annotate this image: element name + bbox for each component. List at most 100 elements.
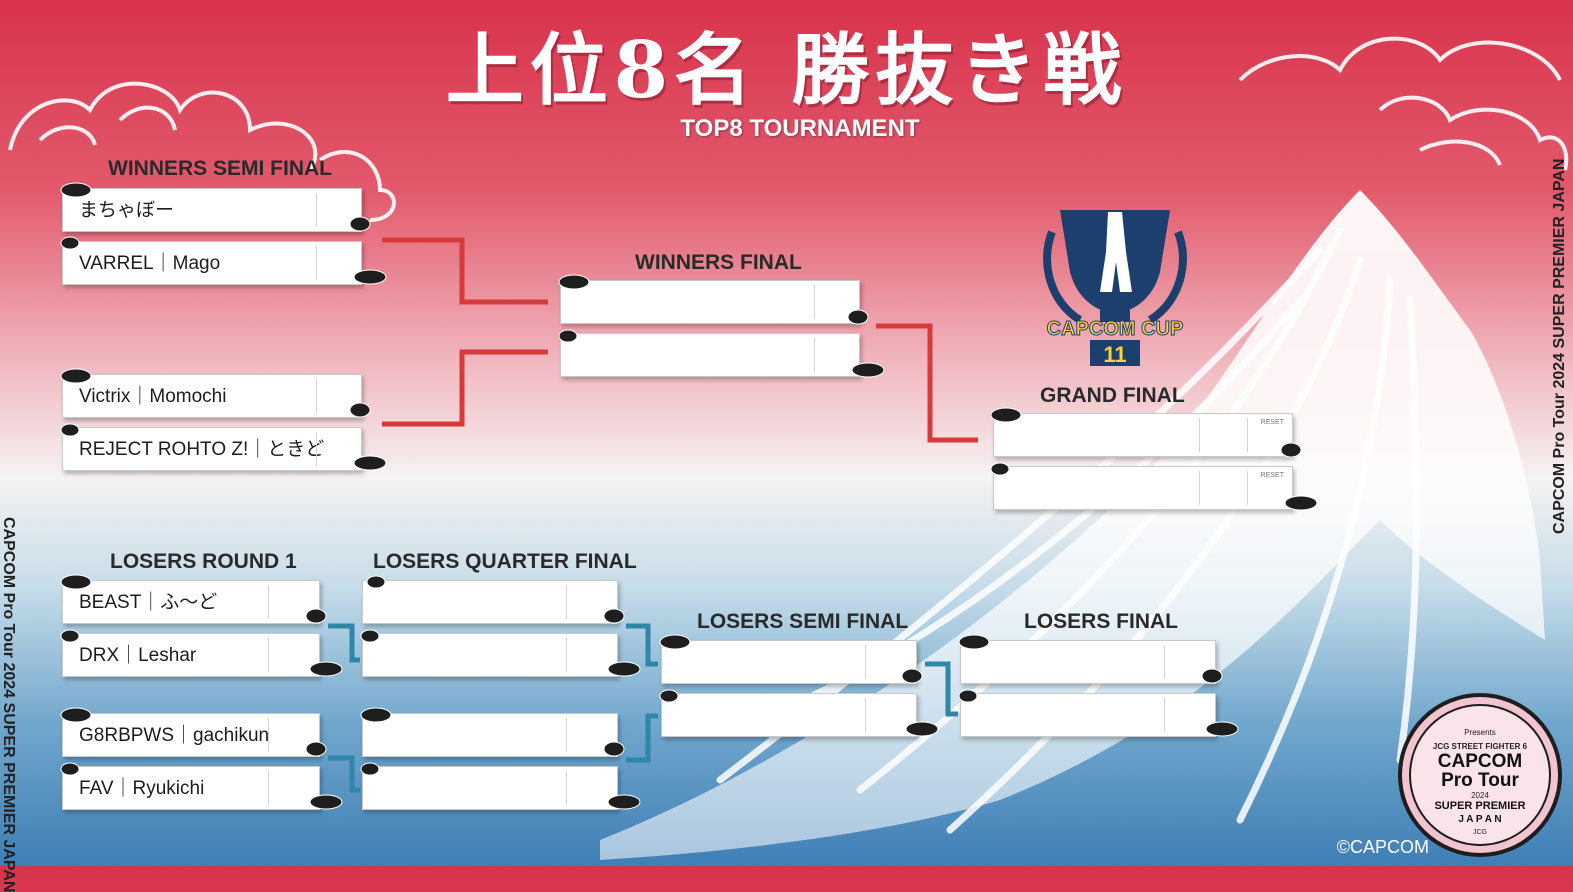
cloud-ornament-icon (958, 634, 990, 650)
cloud-ornament-icon (1201, 668, 1223, 684)
connector-lqf-bottom (626, 713, 658, 763)
cloud-ornament-icon (305, 608, 327, 624)
player-name: BEAST｜ふ〜ど (79, 592, 218, 613)
cloud-ornament-icon (60, 574, 92, 590)
score-box (814, 285, 859, 319)
match-slot[interactable]: DRX｜Leshar (62, 633, 320, 677)
badge-sponsor: JCG (1473, 829, 1487, 836)
cloud-ornament-icon (309, 661, 343, 677)
cloud-ornament-icon (1205, 721, 1239, 737)
score-box (268, 718, 319, 752)
badge-line5: J A P A N (1458, 814, 1502, 825)
match-slot[interactable]: RESET (993, 413, 1293, 457)
cloud-ornament-icon (60, 707, 92, 723)
cloud-ornament-icon (558, 329, 578, 343)
side-text-right: CAPCOM Pro Tour 2024 SUPER PREMIER JAPAN (1551, 158, 1568, 534)
connector-lsf (925, 661, 958, 717)
cloud-ornament-icon (60, 423, 80, 437)
cloud-ornament-icon (360, 629, 380, 643)
match-slot[interactable]: FAV｜Ryukichi (62, 766, 320, 810)
cup-logo-number: 11 (1103, 342, 1127, 367)
match-slot[interactable] (362, 633, 618, 677)
match-slot[interactable] (661, 640, 917, 684)
match-slot[interactable]: BEAST｜ふ〜ど (62, 580, 320, 624)
cloud-ornament-icon (349, 216, 371, 232)
page-title-japanese: 上位8名 勝抜き戦 (445, 25, 1128, 116)
cloud-ornament-icon (353, 455, 387, 471)
round-label-losers-qf: LOSERS QUARTER FINAL (373, 550, 637, 573)
match-slot[interactable]: REJECT ROHTO Z!｜ときど (62, 427, 362, 471)
cloud-ornament-icon (659, 634, 691, 650)
score-box (814, 338, 859, 372)
match-slot[interactable]: G8RBPWS｜gachikun (62, 713, 320, 757)
player-name: VARREL｜Mago (79, 253, 221, 274)
match-slot[interactable] (661, 693, 917, 737)
score-box (566, 638, 617, 672)
cloud-ornament-icon (990, 407, 1022, 423)
match-slot[interactable] (960, 693, 1216, 737)
connector-ws-top (382, 237, 548, 305)
score-box (316, 246, 361, 280)
cloud-ornament-icon (607, 661, 641, 677)
cloud-ornament-icon (603, 741, 625, 757)
score-box (1164, 698, 1215, 732)
score-box (268, 771, 319, 805)
cloud-ornament-icon (1284, 495, 1318, 511)
cloud-ornament-icon (659, 689, 679, 703)
badge-line1: JCG STREET FIGHTER 6 (1432, 742, 1528, 751)
match-slot[interactable] (560, 280, 860, 324)
cloud-ornament-icon (360, 707, 392, 723)
score-box (316, 432, 361, 466)
match-slot[interactable]: Victrix｜Momochi (62, 374, 362, 418)
page-title-english: TOP8 TOURNAMENT (680, 115, 920, 142)
badge-line4: SUPER PREMIER (1434, 800, 1526, 812)
connector-lr1-top (328, 623, 360, 663)
match-slot[interactable] (362, 766, 618, 810)
score-box (1199, 471, 1248, 505)
match-slot[interactable] (362, 713, 618, 757)
cloud-ornament-icon (349, 402, 371, 418)
score-box (865, 645, 916, 679)
match-slot[interactable] (960, 640, 1216, 684)
match-slot[interactable] (560, 333, 860, 377)
cloud-ornament-icon (60, 629, 80, 643)
cloud-ornament-icon (60, 762, 80, 776)
round-label-losers-final: LOSERS FINAL (1024, 610, 1179, 633)
copyright-text: ©CAPCOM (1336, 837, 1429, 857)
score-box (865, 698, 916, 732)
cloud-ornament-icon (847, 309, 869, 325)
cloud-ornament-icon (60, 236, 80, 250)
score-box (566, 771, 617, 805)
capcom-cup-logo: CAPCOM CUP 11 (1030, 192, 1200, 372)
player-name: DRX｜Leshar (79, 645, 197, 666)
badge-presents: Presents (1464, 728, 1496, 737)
reset-score-box: RESET (1247, 471, 1292, 505)
cloud-ornament-icon (905, 721, 939, 737)
reset-label: RESET (1260, 472, 1284, 479)
player-name: REJECT ROHTO Z!｜ときど (79, 439, 325, 460)
cloud-ornament-icon (603, 608, 625, 624)
score-box (268, 638, 319, 672)
cloud-ornament-icon (901, 668, 923, 684)
cloud-ornament-icon (958, 689, 978, 703)
match-slot[interactable]: まちゃぼー (62, 188, 362, 232)
match-slot[interactable]: RESET (993, 466, 1293, 510)
mountain-shape (600, 190, 1545, 860)
badge-line2: CAPCOM (1437, 751, 1523, 772)
bracket-lines (328, 237, 978, 793)
connector-ws-bottom (382, 349, 548, 427)
reset-score-box: RESET (1247, 418, 1292, 452)
round-label-grand-final: GRAND FINAL (1040, 384, 1185, 407)
score-box (268, 585, 319, 619)
cloud-ornament-icon (305, 741, 327, 757)
score-box (1199, 418, 1248, 452)
cloud-ornament-icon (60, 182, 92, 198)
reset-label: RESET (1260, 419, 1284, 426)
score-box (316, 193, 361, 227)
match-slot[interactable] (362, 580, 618, 624)
cloud-ornament-icon (353, 269, 387, 285)
match-slot[interactable]: VARREL｜Mago (62, 241, 362, 285)
score-box (316, 379, 361, 413)
cloud-ornament-icon (558, 274, 590, 290)
cloud-ornament-icon (990, 462, 1010, 476)
